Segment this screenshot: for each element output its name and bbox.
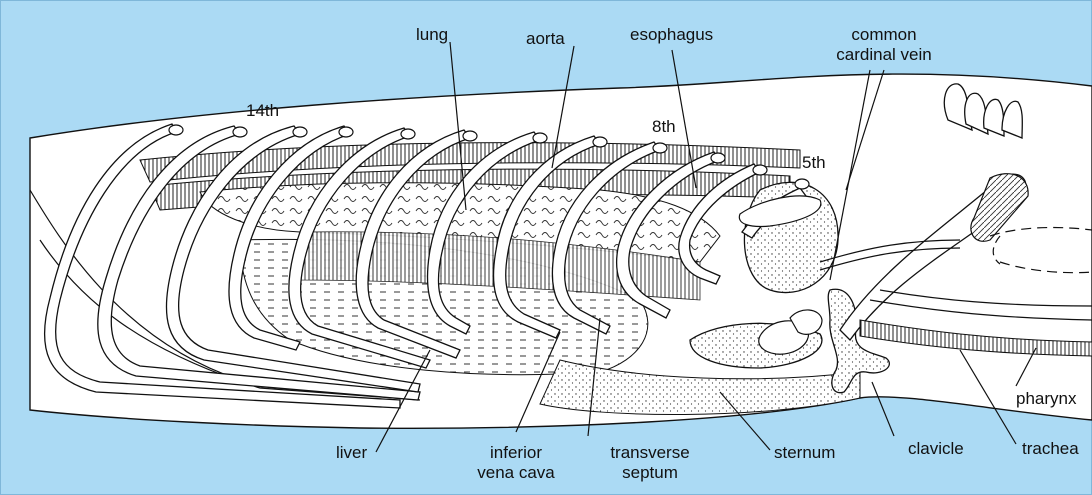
label-clavicle: clavicle (908, 439, 964, 458)
label-liver: liver (336, 443, 368, 462)
label-sternum: sternum (774, 443, 835, 462)
label-pharynx: pharynx (1016, 389, 1077, 408)
rib-label-8th: 8th (652, 117, 676, 136)
label-common: common (851, 25, 916, 44)
label-cardinal-vein: cardinal vein (836, 45, 931, 64)
label-vena-cava: vena cava (477, 463, 555, 482)
label-aorta: aorta (526, 29, 565, 48)
label-lung: lung (416, 25, 448, 44)
label-septum: septum (622, 463, 678, 482)
rib-label-5th: 5th (802, 153, 826, 172)
label-inferior: inferior (490, 443, 542, 462)
rib-label-14th: 14th (246, 101, 279, 120)
label-esophagus: esophagus (630, 25, 713, 44)
label-transverse: transverse (610, 443, 689, 462)
label-trachea: trachea (1022, 439, 1079, 458)
